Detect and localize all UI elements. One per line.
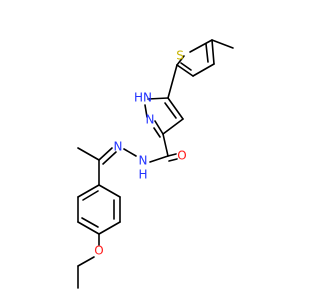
bond-ph-c4-c5 <box>77 221 100 235</box>
bond-c3p-carbonyl <box>162 133 169 157</box>
bond-n2-c3p-double <box>153 127 161 138</box>
bond-methyl-thiophene <box>211 39 234 49</box>
bond-c3-c2-double <box>180 62 192 71</box>
ether-oxygen-label: O <box>94 244 103 258</box>
pyrazole-nh-label: HN <box>134 91 152 105</box>
bond-carbonyl-oxygen-double <box>168 158 178 162</box>
bond-c4p-c5p-double <box>164 102 177 119</box>
bond-n2-c3p <box>154 120 164 135</box>
bond-carbonyl-oxygen <box>167 153 177 157</box>
molecule-structure-diagram: S HN N N N H O O <box>77 39 234 289</box>
bond-imine-methyl <box>77 147 100 161</box>
hydrazide-linker <box>77 133 178 186</box>
bond-oxygen-ch2 <box>77 256 95 267</box>
sulfur-atom-label: S <box>176 49 184 63</box>
bond-c5p-n1 <box>147 97 169 100</box>
hydrazone-n-label: N <box>114 140 123 154</box>
ethoxy-group <box>77 233 100 289</box>
bond-n1-n2 <box>144 104 148 118</box>
bond-carbonyl-nh <box>149 155 169 163</box>
bond-c5-s <box>189 39 213 53</box>
bond-ph-c1-c2 <box>98 184 121 198</box>
bond-c5-c4-double <box>205 43 209 63</box>
phenyl-ring <box>77 184 121 235</box>
bond-nh-n <box>123 148 137 157</box>
bond-ph-c6-c1 <box>77 184 100 198</box>
bond-thiophene-pyrazole <box>167 64 178 99</box>
bond-ph-c3-c4 <box>98 221 121 235</box>
bond-c2-s <box>176 55 185 66</box>
bond-c4p-c5p <box>167 97 184 120</box>
pyrazole-n-label: N <box>146 113 155 127</box>
bond-c5-c4 <box>211 39 215 65</box>
bond-c3-c2 <box>176 64 194 77</box>
carbonyl-oxygen-label: O <box>177 149 186 163</box>
bond-ph-c4-c5-double <box>81 217 99 228</box>
amide-h-label: H <box>138 168 147 182</box>
thiophene-ring <box>176 39 234 77</box>
bond-n-c-imine <box>98 147 113 161</box>
bond-n-c-imine-double <box>102 151 117 165</box>
bond-ph-c6-c1-double <box>82 190 99 201</box>
amide-n-label: N <box>139 154 148 168</box>
bond-c4-c3 <box>192 63 215 77</box>
pyrazole-ring <box>144 64 184 138</box>
bond-c3p-c4p <box>162 118 184 135</box>
